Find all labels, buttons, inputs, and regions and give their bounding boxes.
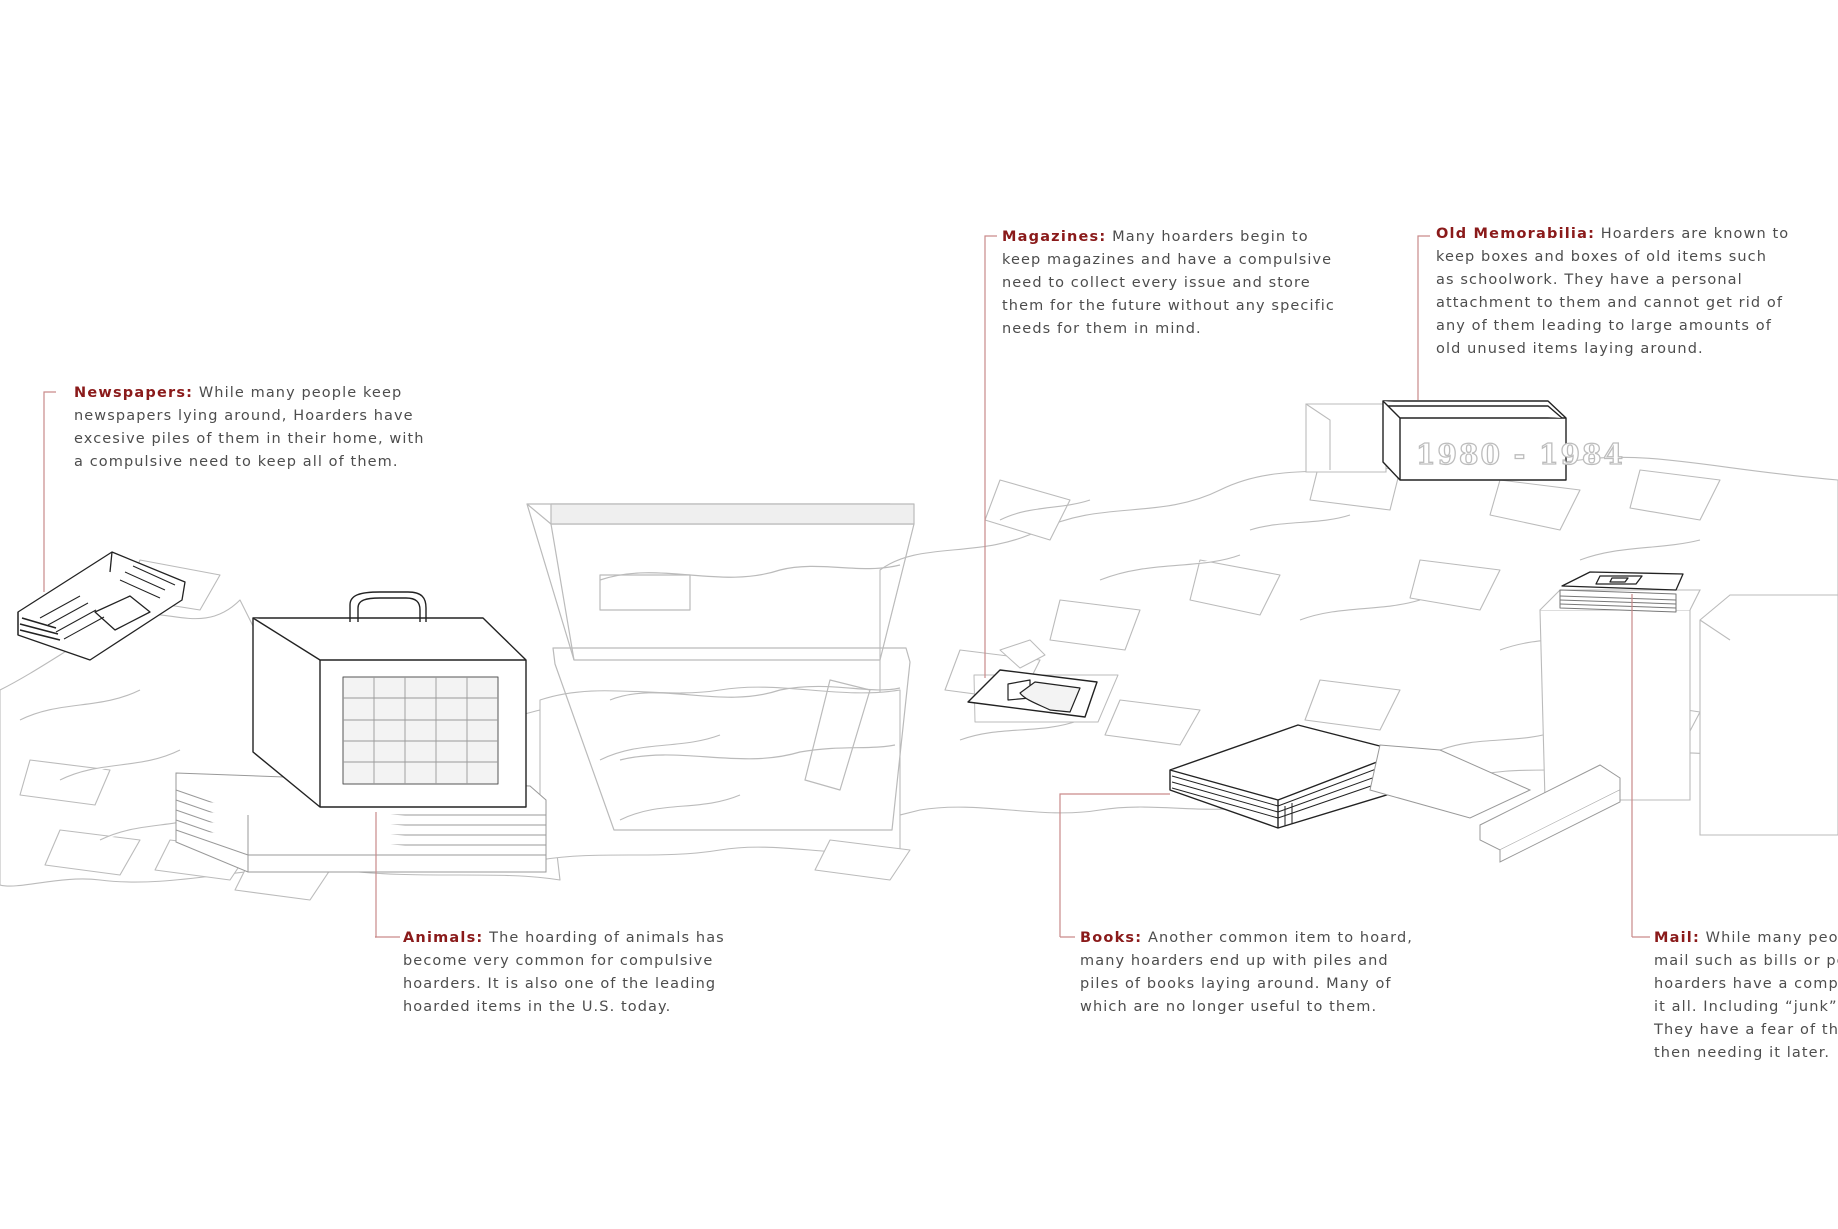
callout-memorabilia: Old Memorabilia: Hoarders are known to k… <box>1436 226 1790 357</box>
callout-animals: Animals: The hoarding of animals has bec… <box>403 930 725 1015</box>
callout-animals-title: Animals: <box>403 930 484 946</box>
callout-mail-title: Mail: <box>1654 930 1700 946</box>
memorabilia-boxes-back <box>1305 403 1838 836</box>
callout-magazines: Magazines: Many hoarders begin to keep m… <box>1002 229 1335 337</box>
callout-newspapers: Newspapers: While many people keep newsp… <box>74 385 425 470</box>
callout-mail: Mail: While many people mail such as bil… <box>1654 930 1838 1061</box>
leader-books <box>1059 793 1170 938</box>
leader-magazines <box>984 235 997 678</box>
callout-newspapers-title: Newspapers: <box>74 385 194 401</box>
leader-lines <box>43 235 1650 938</box>
newspaper-icon <box>17 551 186 661</box>
memorabilia-box <box>1382 400 1567 481</box>
leader-newspapers <box>43 391 56 592</box>
book-stack <box>175 772 547 873</box>
magazine-icon <box>967 639 1119 723</box>
storage-bins <box>526 503 915 831</box>
callout-books-title: Books: <box>1080 930 1143 946</box>
callout-memorabilia-title: Old Memorabilia: <box>1436 226 1596 242</box>
memorabilia-box-label: 1980 - 1984 <box>1416 438 1625 471</box>
mail-icon <box>1559 571 1684 613</box>
leader-memorabilia <box>1417 235 1430 400</box>
callout-books: Books: Another common item to hoard, man… <box>1080 930 1413 1015</box>
animal-carrier-icon <box>252 591 527 808</box>
callout-magazines-title: Magazines: <box>1002 229 1107 245</box>
leader-mail <box>1631 594 1650 938</box>
book-stack-right <box>1369 744 1621 863</box>
